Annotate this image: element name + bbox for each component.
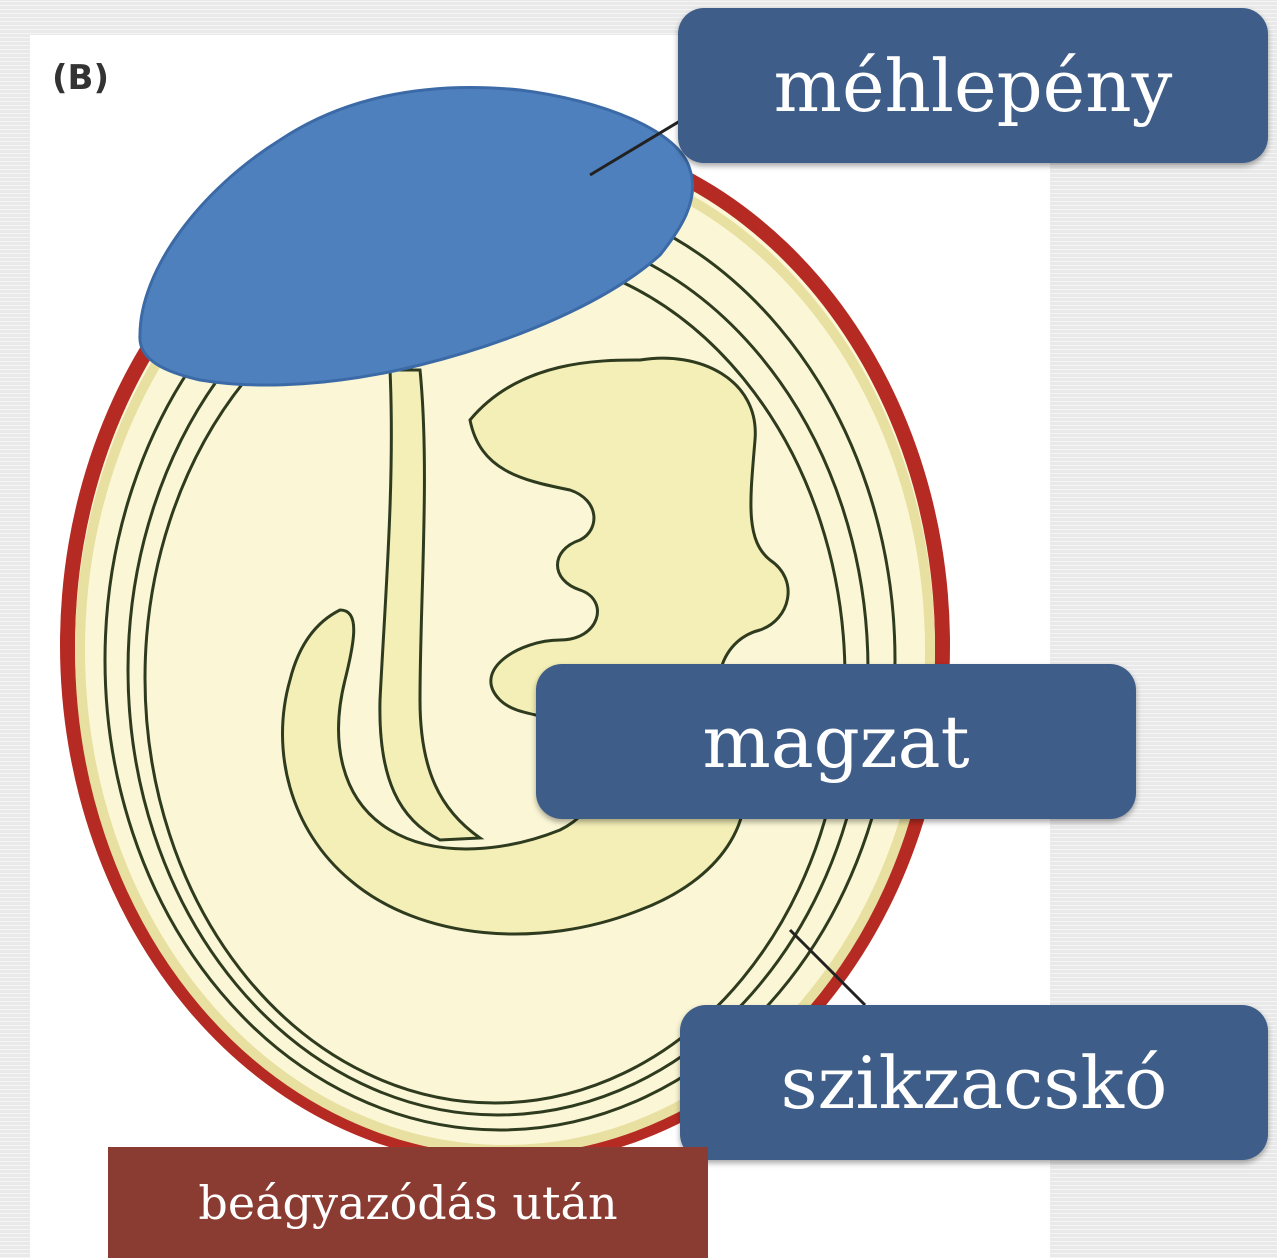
label-placenta: méhlepény	[678, 8, 1268, 163]
label-fetus: magzat	[536, 664, 1136, 819]
panel-letter: (B)	[52, 58, 109, 98]
caption: beágyazódás után	[108, 1147, 708, 1258]
label-yolk-sac: szikzacskó	[680, 1005, 1268, 1160]
